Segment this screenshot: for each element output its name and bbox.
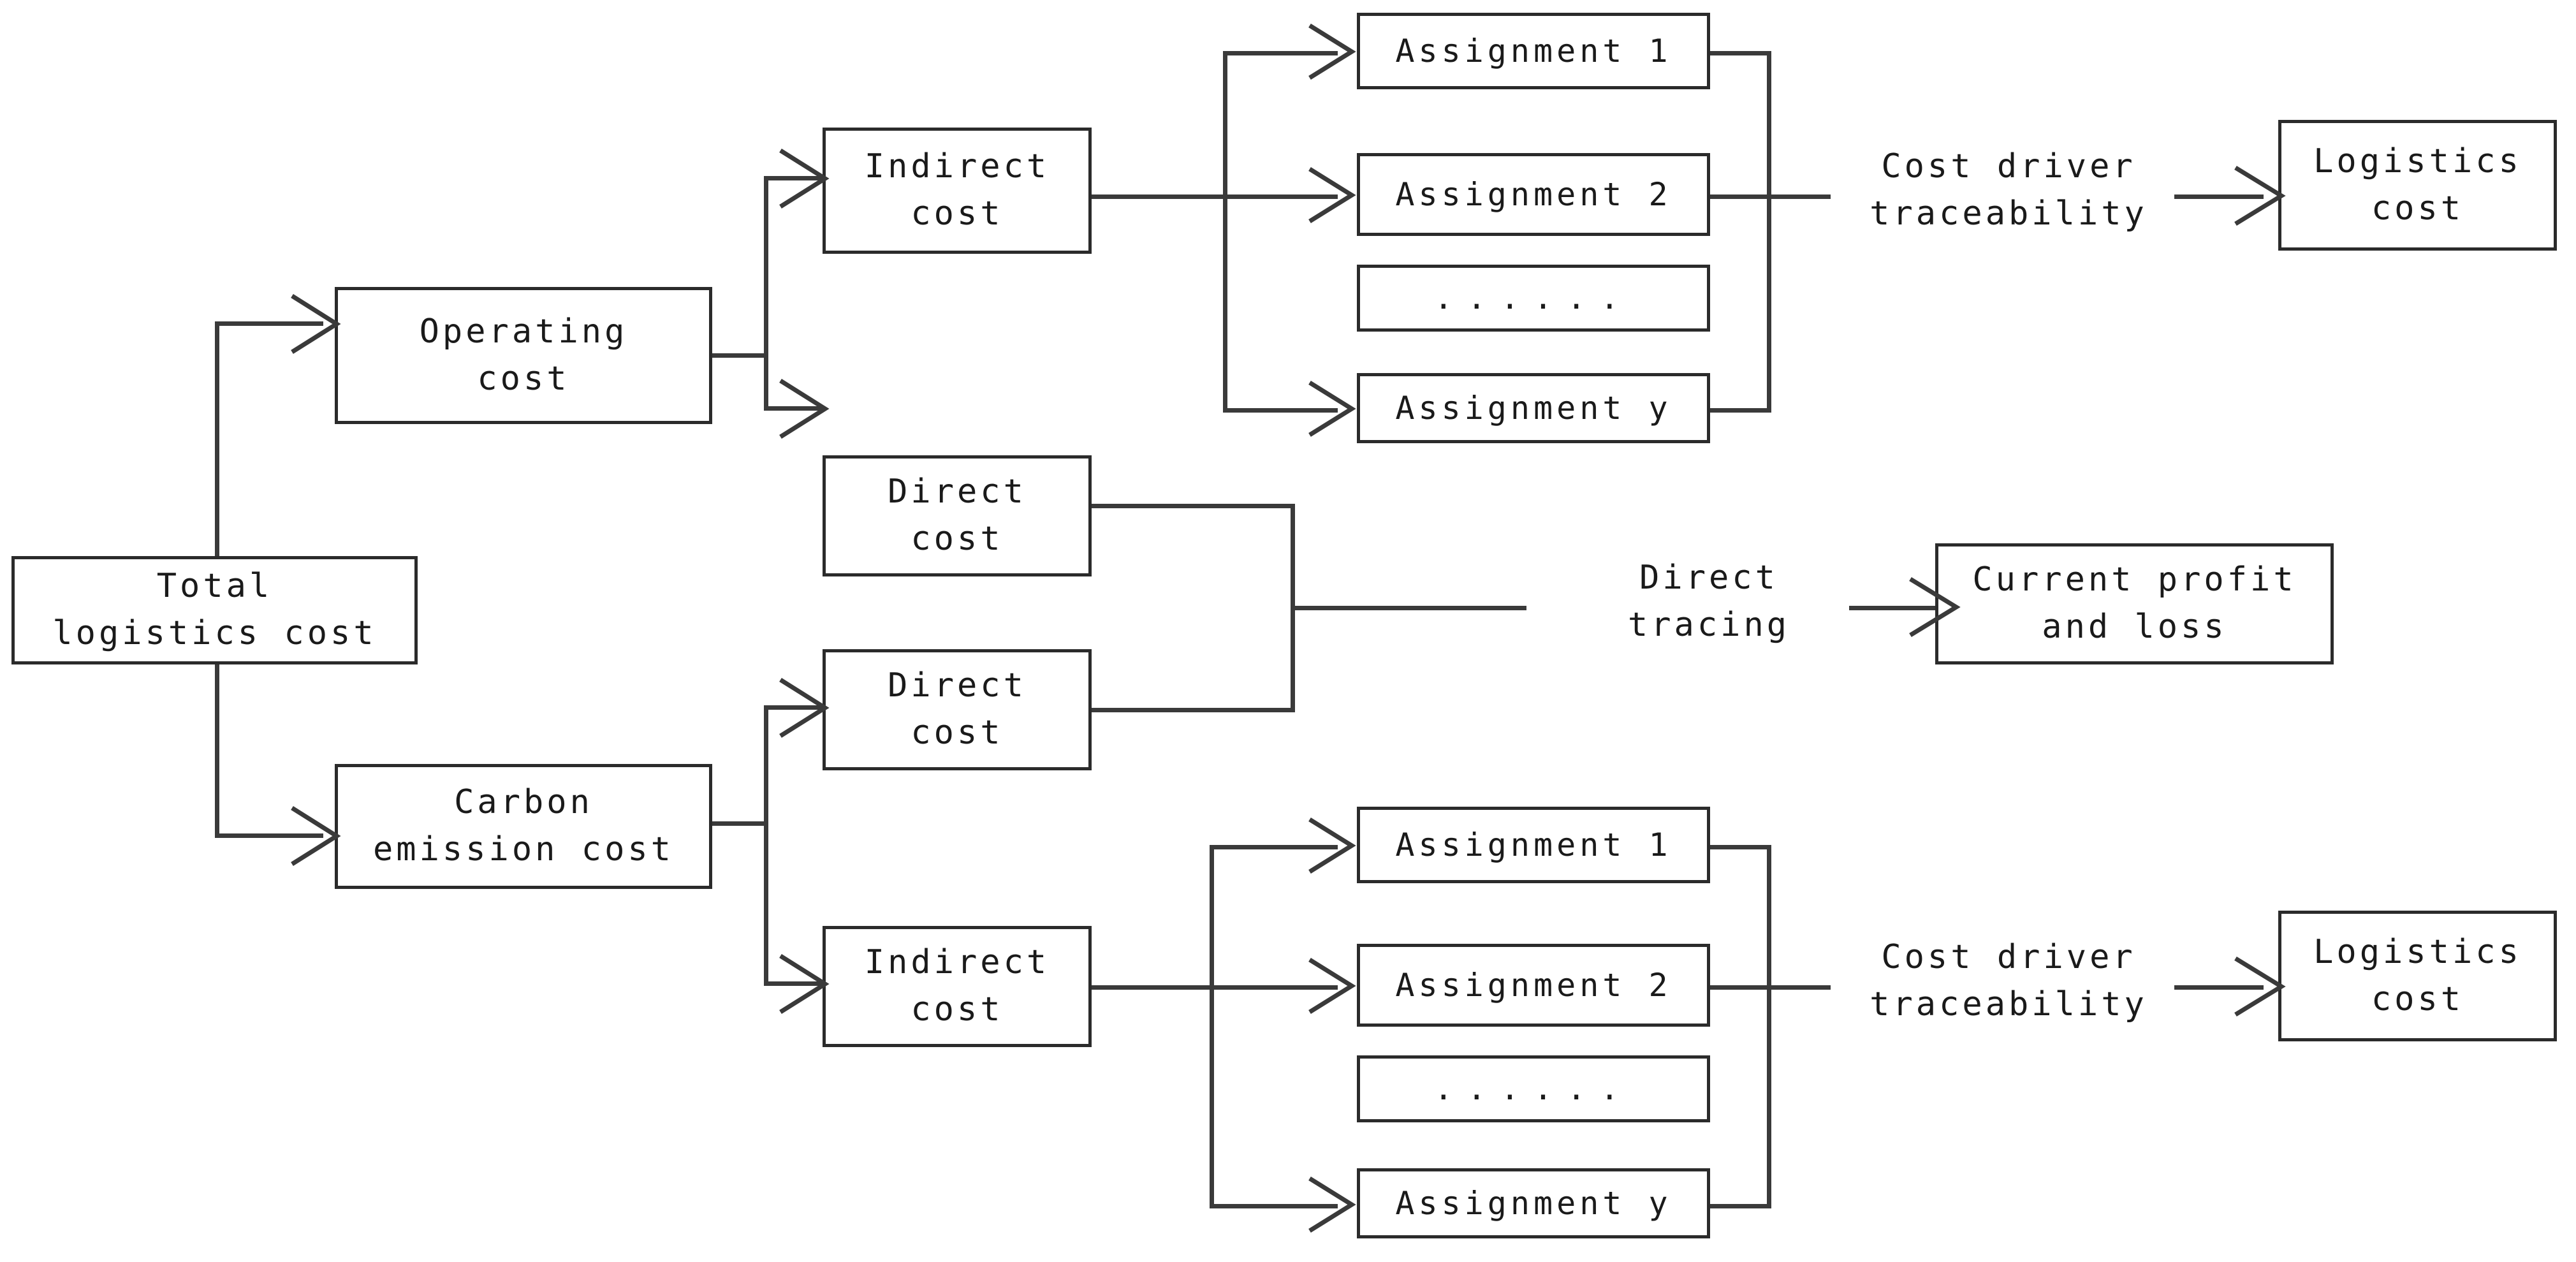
- node-assignment-y-top[interactable]: Assignment y: [1357, 373, 1710, 443]
- edge-traceability-bottom-to-logistics: [2174, 985, 2264, 990]
- arrowhead-to-assignment-1-top: [1306, 22, 1359, 82]
- edge-collector-top-out: [1767, 194, 1831, 199]
- edge-label-cost-driver-traceability-top: Cost driver traceability: [1870, 147, 2148, 233]
- node-logistics-cost-top[interactable]: Logistics cost: [2278, 120, 2557, 251]
- node-assignment-1-top[interactable]: Assignment 1: [1357, 13, 1710, 89]
- edge-collector-bottom-out: [1767, 985, 1831, 990]
- arrowhead-to-assignment-2-bottom: [1306, 956, 1359, 1016]
- arrowhead-to-logistics-cost-bottom: [2232, 955, 2290, 1018]
- edge-fan-bottom-to-assign1: [1210, 845, 1338, 849]
- arrowhead-to-assignment-y-top: [1306, 379, 1359, 439]
- edge-direct-bottom-out: [1089, 708, 1293, 712]
- node-current-profit-and-loss[interactable]: Current profit and loss: [1935, 543, 2334, 664]
- arrowhead-to-current-profit-and-loss: [1906, 575, 1965, 639]
- node-total-logistics-cost[interactable]: Total logistics cost: [11, 556, 418, 664]
- arrowhead-to-carbon-cost: [288, 804, 346, 868]
- edge-assign2-bottom-collect: [1708, 985, 1771, 990]
- edge-carbon-to-direct: [764, 705, 821, 710]
- node-assignment-y-bottom[interactable]: Assignment y: [1357, 1168, 1710, 1238]
- edge-traceability-top-to-logistics: [2174, 194, 2264, 199]
- edge-carbon-stub: [710, 821, 768, 826]
- edge-operating-stub: [710, 353, 768, 358]
- node-operating-cost[interactable]: Operating cost: [335, 287, 712, 424]
- edge-indirect-top-stub: [1089, 194, 1226, 199]
- node-assignment-ellipsis-top[interactable]: ......: [1357, 265, 1710, 332]
- arrowhead-to-logistics-cost-top: [2232, 164, 2290, 228]
- edge-label-direct-tracing: Direct tracing: [1627, 559, 1790, 644]
- edge-label-cost-driver-traceability-bottom: Cost driver traceability: [1870, 938, 2148, 1024]
- edge-assigny-top-collect: [1708, 408, 1771, 413]
- node-assignment-ellipsis-bottom[interactable]: ......: [1357, 1055, 1710, 1122]
- node-direct-cost-carbon[interactable]: Direct cost: [823, 649, 1092, 770]
- arrowhead-to-direct-cost-bottom: [777, 676, 834, 740]
- node-assignment-2-top[interactable]: Assignment 2: [1357, 153, 1710, 236]
- arrowhead-to-assignment-2-top: [1306, 165, 1359, 225]
- edge-assigny-bottom-collect: [1708, 1204, 1771, 1208]
- edge-direct-tracing-to-profit: [1849, 606, 1938, 610]
- edge-fan-bottom-to-assign2: [1210, 985, 1338, 990]
- arrowhead-to-assignment-1-bottom: [1306, 816, 1359, 876]
- edge-root-to-carbon: [215, 833, 323, 838]
- edge-assignments-bottom-fan-spine: [1210, 845, 1214, 1208]
- edge-root-to-operating: [215, 321, 323, 326]
- node-assignment-1-bottom[interactable]: Assignment 1: [1357, 807, 1710, 883]
- node-logistics-cost-bottom[interactable]: Logistics cost: [2278, 911, 2557, 1041]
- node-indirect-cost-carbon[interactable]: Indirect cost: [823, 926, 1092, 1047]
- arrowhead-to-assignment-y-bottom: [1306, 1175, 1359, 1235]
- edge-assign1-top-collect: [1708, 51, 1771, 55]
- edge-fan-top-to-assign2: [1223, 194, 1338, 199]
- edge-operating-split-spine: [764, 176, 768, 411]
- edge-fan-top-to-assign1: [1223, 51, 1338, 55]
- edge-direct-merge-out: [1291, 606, 1526, 610]
- edge-collector-top-spine: [1767, 51, 1771, 412]
- edge-collector-bottom-spine: [1767, 845, 1771, 1208]
- edge-carbon-to-indirect: [764, 981, 821, 986]
- arrowhead-to-direct-cost-top: [777, 377, 834, 441]
- arrowhead-to-operating-cost: [288, 292, 346, 356]
- edge-operating-to-indirect: [764, 176, 821, 180]
- arrowhead-to-indirect-cost-top: [777, 147, 834, 210]
- node-carbon-emission-cost[interactable]: Carbon emission cost: [335, 764, 712, 889]
- edge-carbon-split-spine: [764, 705, 768, 986]
- edge-assign2-top-collect: [1708, 194, 1771, 199]
- node-assignment-2-bottom[interactable]: Assignment 2: [1357, 944, 1710, 1027]
- edge-fan-bottom-to-assigny: [1210, 1204, 1338, 1208]
- edge-direct-top-out: [1089, 504, 1293, 508]
- edge-operating-to-direct: [764, 406, 821, 411]
- edge-assign1-bottom-collect: [1708, 845, 1771, 849]
- edge-assignments-top-fan-spine: [1223, 51, 1227, 412]
- edge-indirect-bottom-stub: [1089, 985, 1226, 990]
- edge-fan-top-to-assigny: [1223, 408, 1338, 413]
- node-indirect-cost-operating[interactable]: Indirect cost: [823, 128, 1092, 254]
- node-direct-cost-operating[interactable]: Direct cost: [823, 455, 1092, 576]
- arrowhead-to-indirect-cost-bottom: [777, 952, 834, 1016]
